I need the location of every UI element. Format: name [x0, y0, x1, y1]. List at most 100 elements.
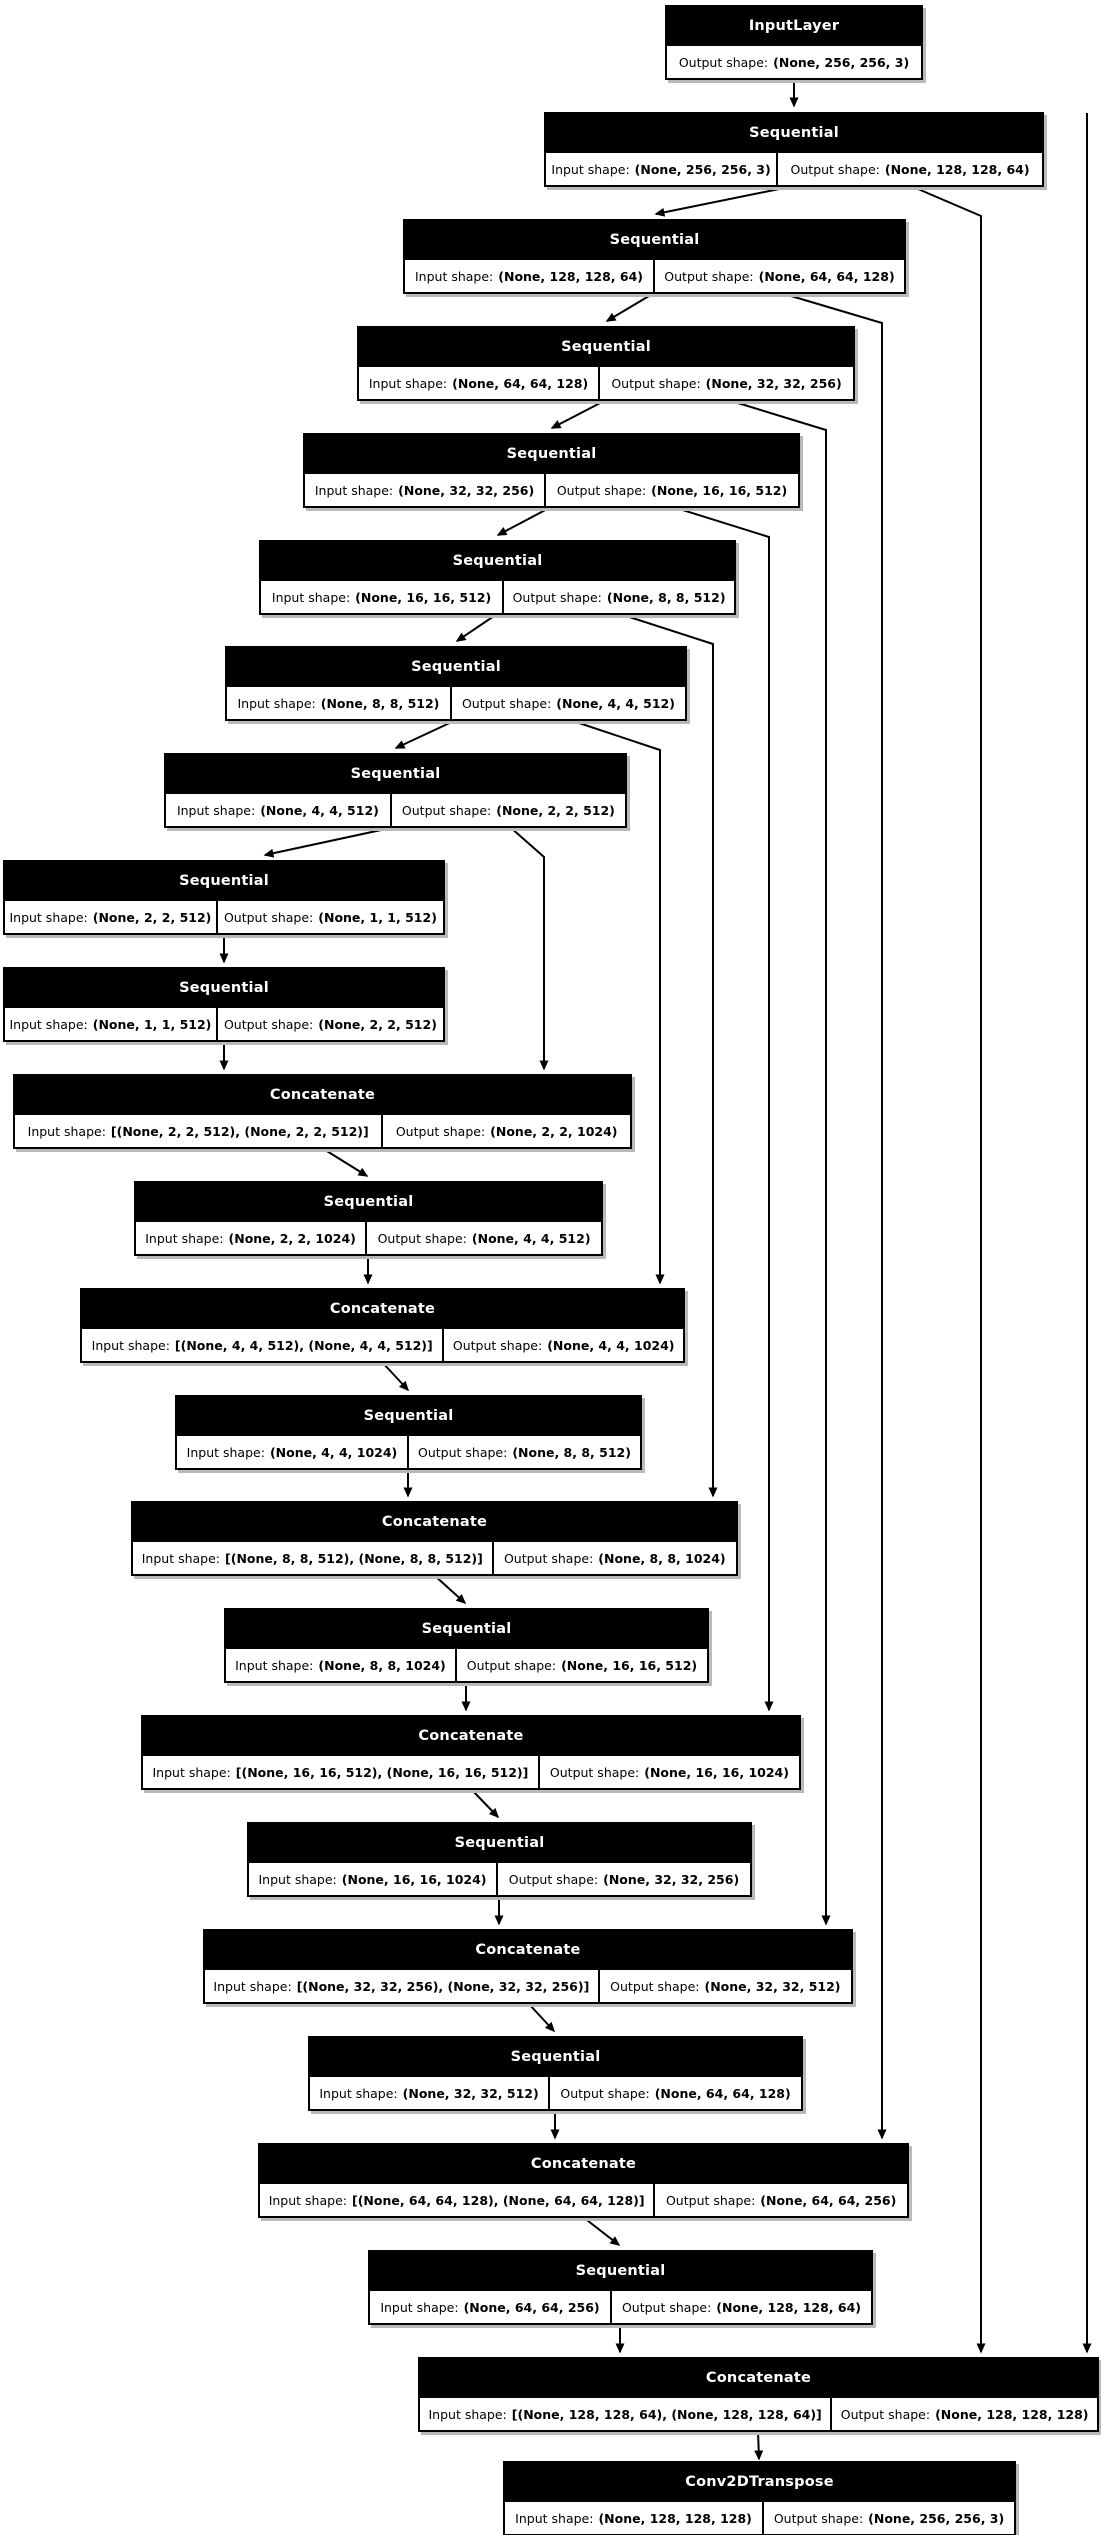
node-concatenate-4: Concatenate Input shape:[(None, 16, 16, … — [141, 1715, 801, 1790]
input-shape-cell: Input shape:[(None, 4, 4, 512), (None, 4… — [82, 1329, 445, 1361]
node-sequential-11: Sequential Input shape:(None, 4, 4, 1024… — [175, 1395, 642, 1470]
input-shape-cell: Input shape:(None, 8, 8, 1024) — [226, 1649, 457, 1681]
input-shape-cell: Input shape:[(None, 128, 128, 64), (None… — [420, 2398, 833, 2430]
output-shape-cell: Output shape:(None, 2, 2, 512) — [217, 1008, 443, 1040]
output-shape-cell: Output shape:(None, 16, 16, 512) — [546, 474, 798, 506]
layer-type-label: Sequential — [310, 2038, 801, 2076]
layer-type-label: Sequential — [5, 969, 443, 1007]
input-shape-cell: Input shape:(None, 16, 16, 1024) — [249, 1863, 498, 1895]
layer-type-label: InputLayer — [667, 7, 921, 45]
edge-concat5-to-seq14 — [527, 2002, 556, 2033]
layer-type-label: Sequential — [5, 862, 443, 900]
node-conv2d-transpose: Conv2DTranspose Input shape:(None, 128, … — [503, 2461, 1016, 2535]
node-sequential-4: Sequential Input shape:(None, 32, 32, 25… — [303, 433, 800, 508]
skip-edge-seq6-to-concat2 — [569, 719, 665, 1285]
edge-concat1-to-seq10 — [321, 1147, 369, 1177]
layer-type-label: Sequential — [359, 328, 853, 366]
skip-edge-seq5-to-concat3 — [619, 613, 718, 1498]
output-shape-cell: Output shape:(None, 32, 32, 256) — [600, 367, 853, 399]
node-sequential-13: Sequential Input shape:(None, 16, 16, 10… — [247, 1822, 752, 1897]
input-shape-cell: Input shape:[(None, 32, 32, 256), (None,… — [205, 1970, 600, 2002]
layer-type-label: Concatenate — [143, 1717, 799, 1755]
node-concatenate-2: Concatenate Input shape:[(None, 4, 4, 51… — [80, 1288, 685, 1363]
edge-concat4-to-seq13 — [470, 1788, 500, 1819]
layer-type-label: Concatenate — [15, 1076, 630, 1114]
skip-edge-seq2-to-concat6 — [780, 292, 887, 2140]
input-shape-cell: Input shape:(None, 128, 128, 64) — [405, 260, 655, 292]
skip-edge-seq3-to-concat5 — [727, 399, 831, 1926]
node-sequential-12: Sequential Input shape:(None, 8, 8, 1024… — [224, 1608, 709, 1683]
output-shape-cell: Output shape:(None, 256, 256, 3) — [764, 2502, 1014, 2534]
node-concatenate-1: Concatenate Input shape:[(None, 2, 2, 51… — [13, 1074, 632, 1149]
input-shape-cell: Input shape:(None, 4, 4, 512) — [166, 794, 392, 826]
output-shape-cell: Output shape:(None, 64, 64, 128) — [550, 2077, 801, 2109]
output-shape-cell: Output shape:(None, 16, 16, 512) — [456, 1649, 707, 1681]
node-sequential-3: Sequential Input shape:(None, 64, 64, 12… — [357, 326, 855, 401]
skip-edge-seq7-to-concat1 — [509, 826, 549, 1071]
node-concatenate-6: Concatenate Input shape:[(None, 64, 64, … — [258, 2143, 909, 2218]
output-shape-cell: Output shape:(None, 32, 32, 512) — [599, 1970, 851, 2002]
edge-seq4-to-seq5 — [496, 506, 552, 536]
input-shape-cell: Input shape:(None, 1, 1, 512) — [5, 1008, 218, 1040]
node-sequential-1: Sequential Input shape:(None, 256, 256, … — [544, 112, 1044, 187]
output-shape-cell: Output shape:(None, 4, 4, 512) — [451, 687, 685, 719]
layer-type-label: Sequential — [261, 542, 734, 580]
node-sequential-10: Sequential Input shape:(None, 2, 2, 1024… — [134, 1181, 603, 1256]
output-shape-cell: Output shape:(None, 4, 4, 512) — [367, 1222, 601, 1254]
input-shape-cell: Input shape:(None, 4, 4, 1024) — [177, 1436, 409, 1468]
output-shape-cell: Output shape:(None, 128, 128, 128) — [832, 2398, 1097, 2430]
layer-type-label: Concatenate — [82, 1290, 683, 1328]
layer-type-label: Sequential — [166, 755, 625, 793]
output-shape-cell: Output shape:(None, 256, 256, 3) — [667, 46, 921, 78]
output-shape-cell: Output shape:(None, 4, 4, 1024) — [444, 1329, 683, 1361]
layer-type-label: Sequential — [305, 435, 798, 473]
skip-edge-seq1-to-concat7 — [910, 185, 986, 2354]
node-sequential-2: Sequential Input shape:(None, 128, 128, … — [403, 219, 906, 294]
output-shape-cell: Output shape:(None, 8, 8, 512) — [408, 1436, 640, 1468]
edge-concat7-to-conv2dtranspose — [754, 2430, 764, 2461]
output-shape-cell: Output shape:(None, 8, 8, 1024) — [493, 1542, 736, 1574]
output-shape-cell: Output shape:(None, 2, 2, 1024) — [383, 1115, 630, 1147]
output-shape-cell: Output shape:(None, 128, 128, 64) — [611, 2291, 871, 2323]
output-shape-cell: Output shape:(None, 2, 2, 512) — [391, 794, 625, 826]
node-sequential-9: Sequential Input shape:(None, 1, 1, 512)… — [3, 967, 445, 1042]
layer-type-label: Sequential — [226, 1610, 707, 1648]
node-concatenate-7: Concatenate Input shape:[(None, 128, 128… — [418, 2357, 1099, 2432]
layer-type-label: Sequential — [227, 648, 685, 686]
layer-type-label: Sequential — [136, 1183, 601, 1221]
input-shape-cell: Input shape:(None, 32, 32, 512) — [310, 2077, 551, 2109]
input-shape-cell: Input shape:[(None, 2, 2, 512), (None, 2… — [15, 1115, 384, 1147]
layer-type-label: Sequential — [177, 1397, 640, 1435]
output-shape-cell: Output shape:(None, 16, 16, 1024) — [539, 1756, 799, 1788]
output-shape-cell: Output shape:(None, 64, 64, 128) — [654, 260, 904, 292]
edge-seq3-to-seq4 — [550, 399, 607, 429]
layer-type-label: Conv2DTranspose — [505, 2463, 1014, 2501]
edge-seq6-to-seq7 — [394, 719, 457, 749]
input-shape-cell: Input shape:(None, 16, 16, 512) — [261, 581, 505, 613]
node-concatenate-3: Concatenate Input shape:[(None, 8, 8, 51… — [131, 1501, 738, 1576]
output-shape-cell: Output shape:(None, 8, 8, 512) — [504, 581, 734, 613]
skip-edge-seq4-to-concat4 — [672, 506, 774, 1712]
node-sequential-14: Sequential Input shape:(None, 32, 32, 51… — [308, 2036, 803, 2111]
edge-seq5-to-seq6 — [455, 613, 498, 642]
input-shape-cell: Input shape:[(None, 16, 16, 512), (None,… — [143, 1756, 540, 1788]
layer-type-label: Sequential — [405, 221, 904, 259]
edge-seq1-to-seq2 — [654, 185, 795, 217]
input-shape-cell: Input shape:(None, 128, 128, 128) — [505, 2502, 765, 2534]
node-concatenate-5: Concatenate Input shape:[(None, 32, 32, … — [203, 1929, 853, 2004]
layer-type-label: Sequential — [249, 1824, 750, 1862]
layer-type-label: Concatenate — [133, 1503, 736, 1541]
node-sequential-7: Sequential Input shape:(None, 4, 4, 512)… — [164, 753, 627, 828]
output-shape-cell: Output shape:(None, 1, 1, 512) — [217, 901, 443, 933]
edge-concat3-to-seq12 — [433, 1574, 467, 1605]
output-shape-cell: Output shape:(None, 32, 32, 256) — [497, 1863, 750, 1895]
input-shape-cell: Input shape:(None, 32, 32, 256) — [305, 474, 547, 506]
input-shape-cell: Input shape:(None, 64, 64, 256) — [370, 2291, 612, 2323]
input-shape-cell: Input shape:(None, 2, 2, 1024) — [136, 1222, 368, 1254]
input-shape-cell: Input shape:(None, 8, 8, 512) — [227, 687, 452, 719]
input-shape-cell: Input shape:(None, 64, 64, 128) — [359, 367, 601, 399]
input-shape-cell: Input shape:(None, 256, 256, 3) — [546, 153, 779, 185]
input-shape-cell: Input shape:(None, 2, 2, 512) — [5, 901, 218, 933]
edge-concat2-to-seq11 — [381, 1361, 410, 1392]
